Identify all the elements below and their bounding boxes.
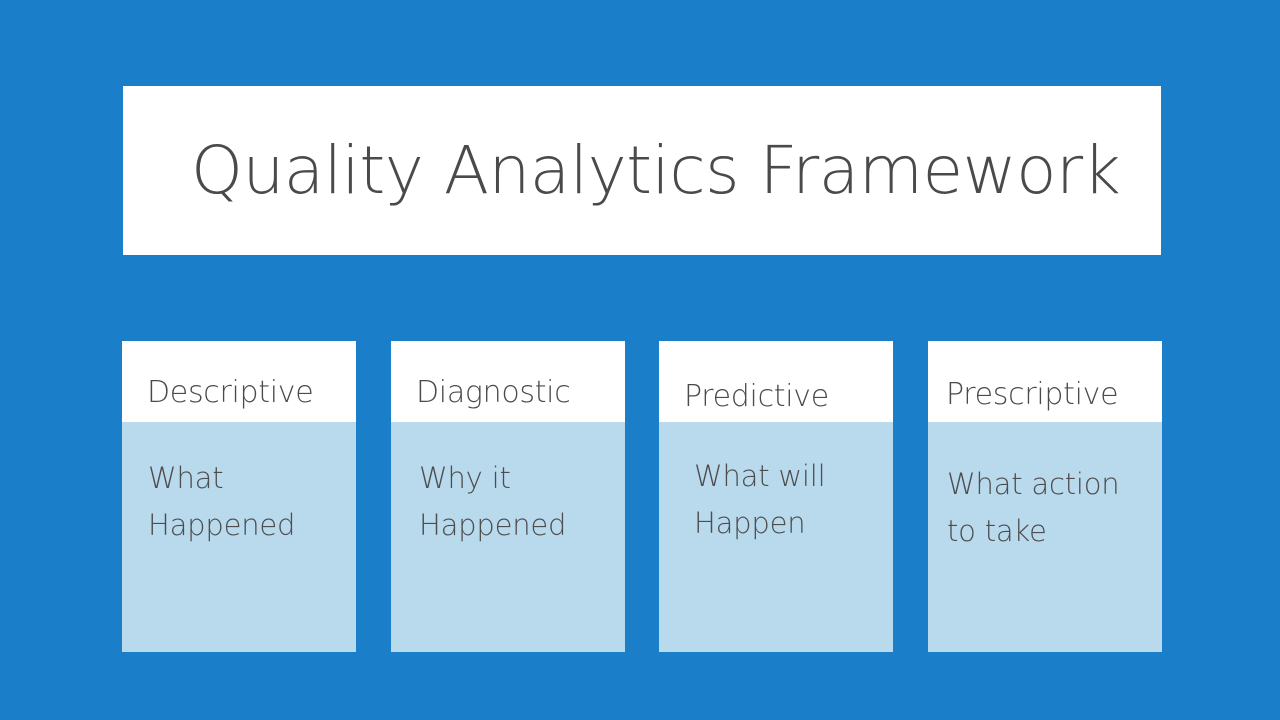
card-body-label: What action to take <box>947 467 1120 548</box>
card-header-label: Prescriptive <box>946 377 1119 412</box>
card-body-label: Why it Happened <box>419 461 567 542</box>
card-header-predictive: Predictive <box>659 341 893 422</box>
card-header-label: Predictive <box>684 379 829 414</box>
card-header-label: Descriptive <box>147 375 314 410</box>
analytics-card-descriptive[interactable]: Descriptive What Happened <box>122 341 356 652</box>
analytics-card-diagnostic[interactable]: Diagnostic Why it Happened <box>391 341 625 652</box>
page-title: Quality Analytics Framework <box>191 131 1121 209</box>
card-header-descriptive: Descriptive <box>122 341 356 422</box>
card-header-label: Diagnostic <box>416 375 571 410</box>
title-card: Quality Analytics Framework <box>123 86 1161 255</box>
card-body-label: What will Happen <box>694 459 826 540</box>
analytics-card-row: Descriptive What Happened Diagnostic Why… <box>122 341 1162 652</box>
analytics-card-prescriptive[interactable]: Prescriptive What action to take <box>928 341 1162 652</box>
card-header-prescriptive: Prescriptive <box>928 341 1162 422</box>
card-header-diagnostic: Diagnostic <box>391 341 625 422</box>
card-body-label: What Happened <box>148 461 296 542</box>
analytics-card-predictive[interactable]: Predictive What will Happen <box>659 341 893 652</box>
